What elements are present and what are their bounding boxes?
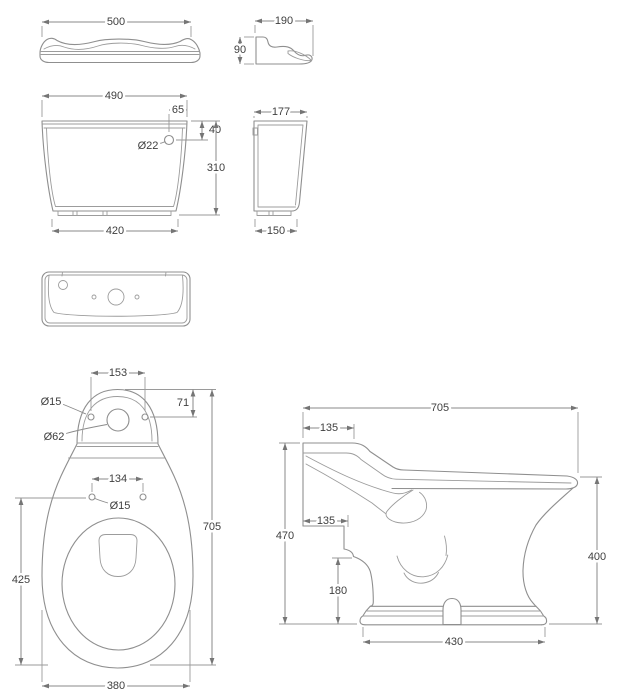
inner-dome-line [81, 396, 153, 442]
flush-button-hole [163, 134, 175, 146]
dim-label-base-depth: 430 [445, 636, 463, 648]
pan-plan-outline-path [41, 388, 194, 669]
cistern-inner-walls [46, 127, 183, 207]
dim-label-cistern-width: 490 [105, 90, 123, 102]
dim-label-seat-dia: Ø15 [110, 500, 131, 512]
dim-label-rim-height: 400 [588, 551, 606, 563]
pan-shelf-inner-line [302, 452, 572, 484]
platform-chord-lines [68, 442, 165, 459]
seat-hinge-hole [88, 493, 96, 501]
dim-label-fix-dia: Ø15 [41, 396, 62, 408]
cistern-top-view [41, 271, 191, 327]
fixing-hole [134, 294, 140, 300]
dim-label-hole-dia: Ø22 [138, 140, 159, 152]
inlet-hole [58, 280, 68, 290]
leader-line [156, 141, 166, 145]
dim-label-pan-length-side: 705 [431, 402, 449, 414]
saddle-hollow-curve [385, 489, 428, 524]
cistern-rim-lines [42, 123, 187, 129]
cistern-front-view: 490 65 40 Ø22 310 420 [41, 88, 228, 240]
seat-fixing-hole [87, 413, 95, 421]
dim-label-lid-width: 500 [107, 16, 125, 28]
cistern-side-outline-path [253, 120, 308, 212]
dim-label-shelf-inset: 135 [320, 422, 338, 434]
cistern-top-inner-line [44, 274, 188, 324]
glaze-curve [305, 463, 386, 514]
dim-label-back-inset: 135 [317, 515, 335, 527]
flush-inlet-hole [106, 408, 130, 432]
pan-plan-view: 153 71 Ø15 Ø62 134 Ø15 705 425 380 [9, 365, 223, 695]
dim-label-pan-length-plan: 705 [203, 521, 221, 533]
cistern-side-inner-lines [257, 124, 304, 208]
flush-valve-hole [107, 288, 125, 306]
dim-label-lid-height: 90 [234, 44, 246, 56]
leader-line [94, 498, 109, 504]
dim-label-cistern-base-depth: 150 [267, 225, 285, 237]
bowl-back-line [444, 535, 447, 556]
cistern-foot-lip [57, 210, 172, 216]
dim-label-outlet-height: 180 [329, 585, 347, 597]
dim-label-pan-width: 380 [107, 680, 125, 692]
seat-hinge-hole [139, 493, 147, 501]
dim-label-lid-depth: 190 [275, 15, 293, 27]
trap-curve [403, 572, 439, 584]
fixing-hole [91, 294, 97, 300]
dim-label-fix-inset: 71 [177, 397, 189, 409]
dim-label-fix-span: 153 [109, 367, 127, 379]
plinth-base [359, 597, 548, 626]
cistern-side-clip-detail [252, 127, 258, 136]
leader-line [65, 424, 108, 434]
pan-side-upper-outline [302, 442, 579, 527]
cistern-side-foot-lip [256, 210, 292, 216]
lid-front-view: 500 [39, 14, 201, 64]
pan-side-view: 705 135 135 470 180 400 430 [273, 400, 608, 651]
lid-outline-path [39, 37, 201, 64]
outlet-bump [442, 597, 462, 626]
lid-inner-wave-path [43, 42, 196, 50]
leader-line [61, 403, 87, 415]
seat-fixing-hole [141, 413, 149, 421]
dim-label-seat-span: 134 [109, 473, 127, 485]
pan-back-leg-outline [302, 525, 374, 607]
dim-label-hole-offset: 65 [172, 104, 184, 116]
cistern-top-basin-line [47, 275, 184, 317]
dim-label-cistern-height: 310 [207, 162, 225, 174]
glaze-curve [305, 455, 412, 495]
dim-label-bowl-length: 425 [12, 574, 30, 586]
dim-label-back-height: 470 [276, 530, 294, 542]
cistern-top-outline [41, 271, 191, 327]
bowl-inner-rim [61, 517, 176, 651]
hinge-tick-marks [61, 271, 167, 277]
trap-curve [396, 554, 449, 578]
cistern-side-view: 177 150 [252, 104, 308, 240]
dim-label-hole-drop: 40 [209, 124, 221, 136]
dim-label-cistern-base-width: 420 [106, 225, 124, 237]
dim-label-flush-dia: Ø62 [44, 431, 65, 443]
cistern-outline-path [41, 120, 188, 212]
dim-label-cistern-depth: 177 [272, 106, 290, 118]
plinth-right-moulding [535, 605, 548, 626]
lid-side-tail-detail [287, 50, 312, 62]
lid-side-view: 190 90 [231, 13, 314, 65]
plinth-left-moulding [359, 605, 371, 626]
pan-front-outline [522, 487, 574, 608]
water-spot-outline [98, 534, 138, 577]
lid-edge-lines [40, 51, 200, 55]
